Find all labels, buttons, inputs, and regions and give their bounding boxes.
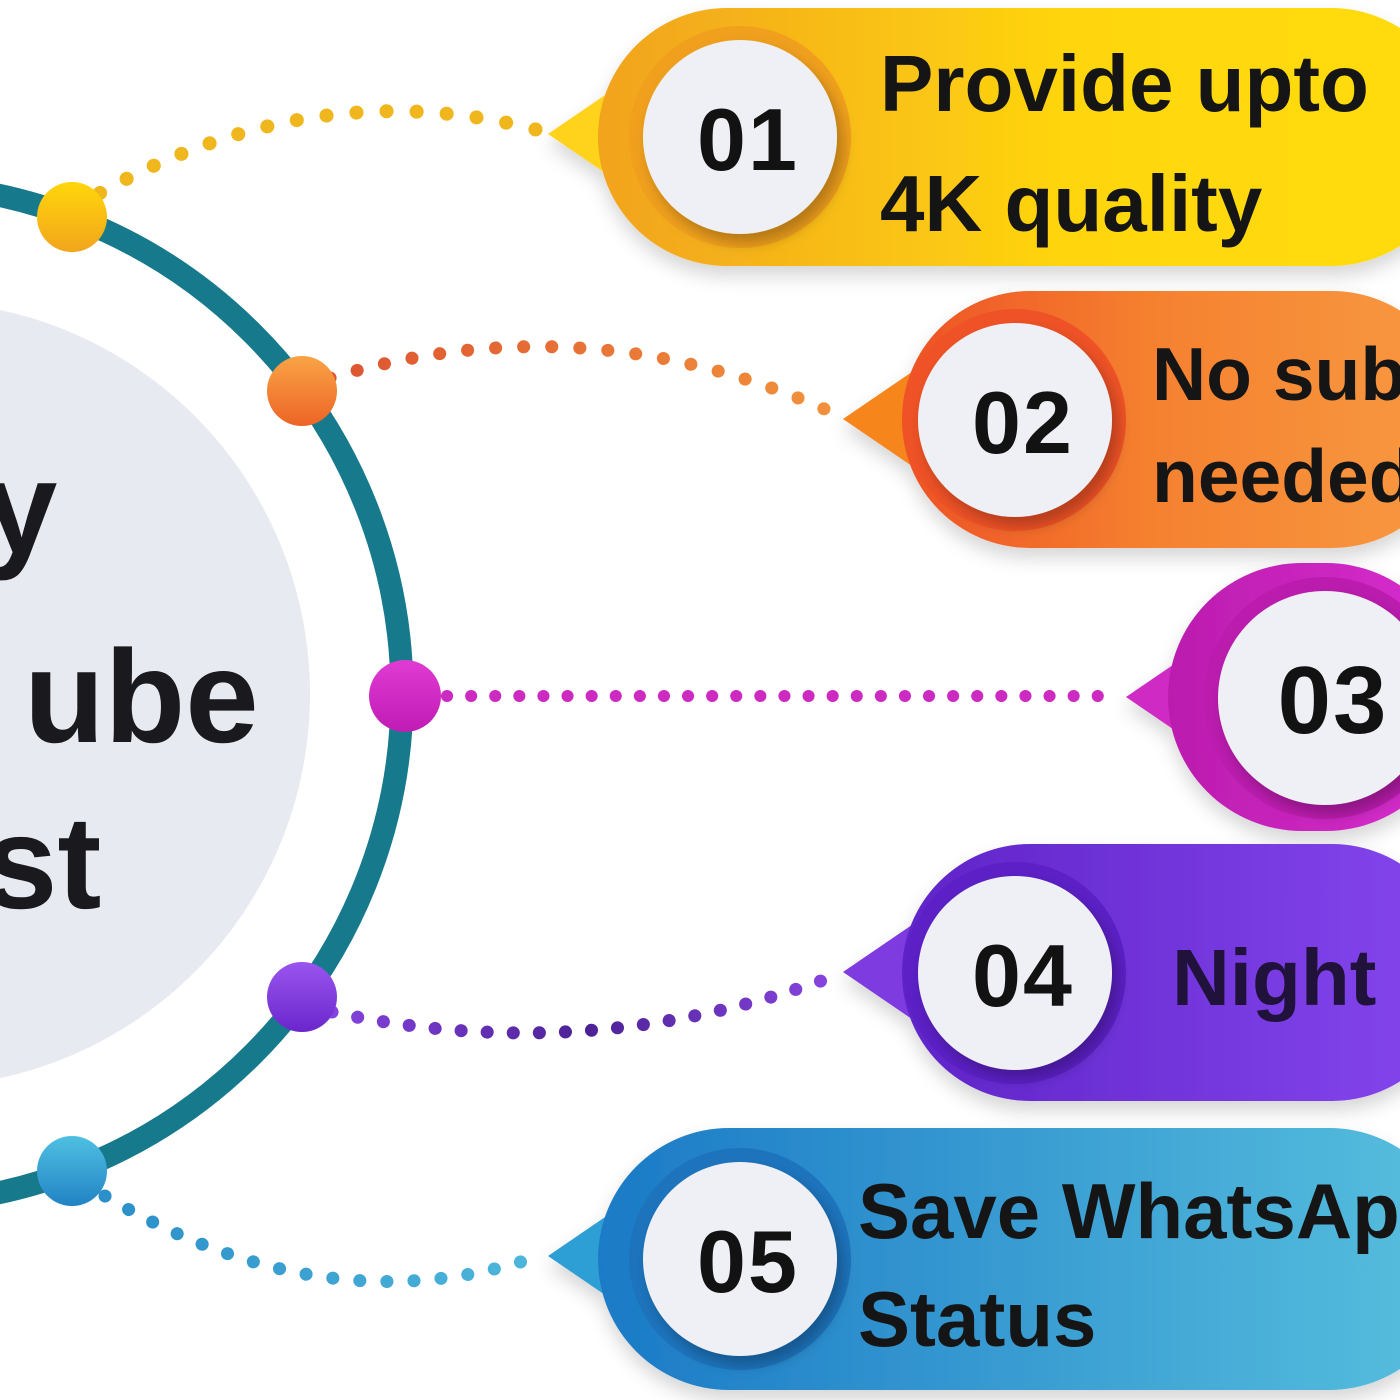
item-number-03: 03 [1277,647,1389,754]
number-circle-01 [643,40,837,234]
item-number-02: 02 [972,373,1074,472]
connector-05 [98,1189,552,1289]
hub-disc [0,309,310,1079]
hub-title-line-3: st [0,789,102,936]
number-circle-04 [918,876,1112,1070]
item-05-label-line-1: Save WhatsApp [858,1167,1400,1255]
item-01-label-line-1: Provide upto [880,39,1369,128]
number-circle-02 [918,323,1112,517]
ring-dot-01 [37,182,107,252]
number-circle-03 [1218,591,1400,805]
item-02-label-line-1: No sub [1152,332,1400,416]
ring-dot-04 [267,962,337,1032]
item-02-label-line-2: needed [1152,434,1400,518]
item-01-label-line-2: 4K quality [880,159,1263,248]
bar-tail-02 [843,363,925,475]
hub-title-line-2: ube [24,623,259,770]
connector-02 [323,340,847,423]
connector-04 [325,967,847,1040]
item-number-04: 04 [972,926,1074,1025]
number-circle-05 [643,1162,837,1356]
item-number-01: 01 [697,90,799,189]
hub-title-line-1: y [0,434,58,581]
connector-01 [93,104,552,200]
ring-dot-03 [369,660,441,732]
ring-dot-05 [37,1136,107,1206]
ring-dot-02 [267,356,337,426]
bar-tail-04 [843,916,925,1028]
item-04-label-line-1: Night M [1172,933,1400,1022]
item-05-label-line-2: Status [858,1275,1097,1363]
item-number-05: 05 [697,1212,799,1311]
